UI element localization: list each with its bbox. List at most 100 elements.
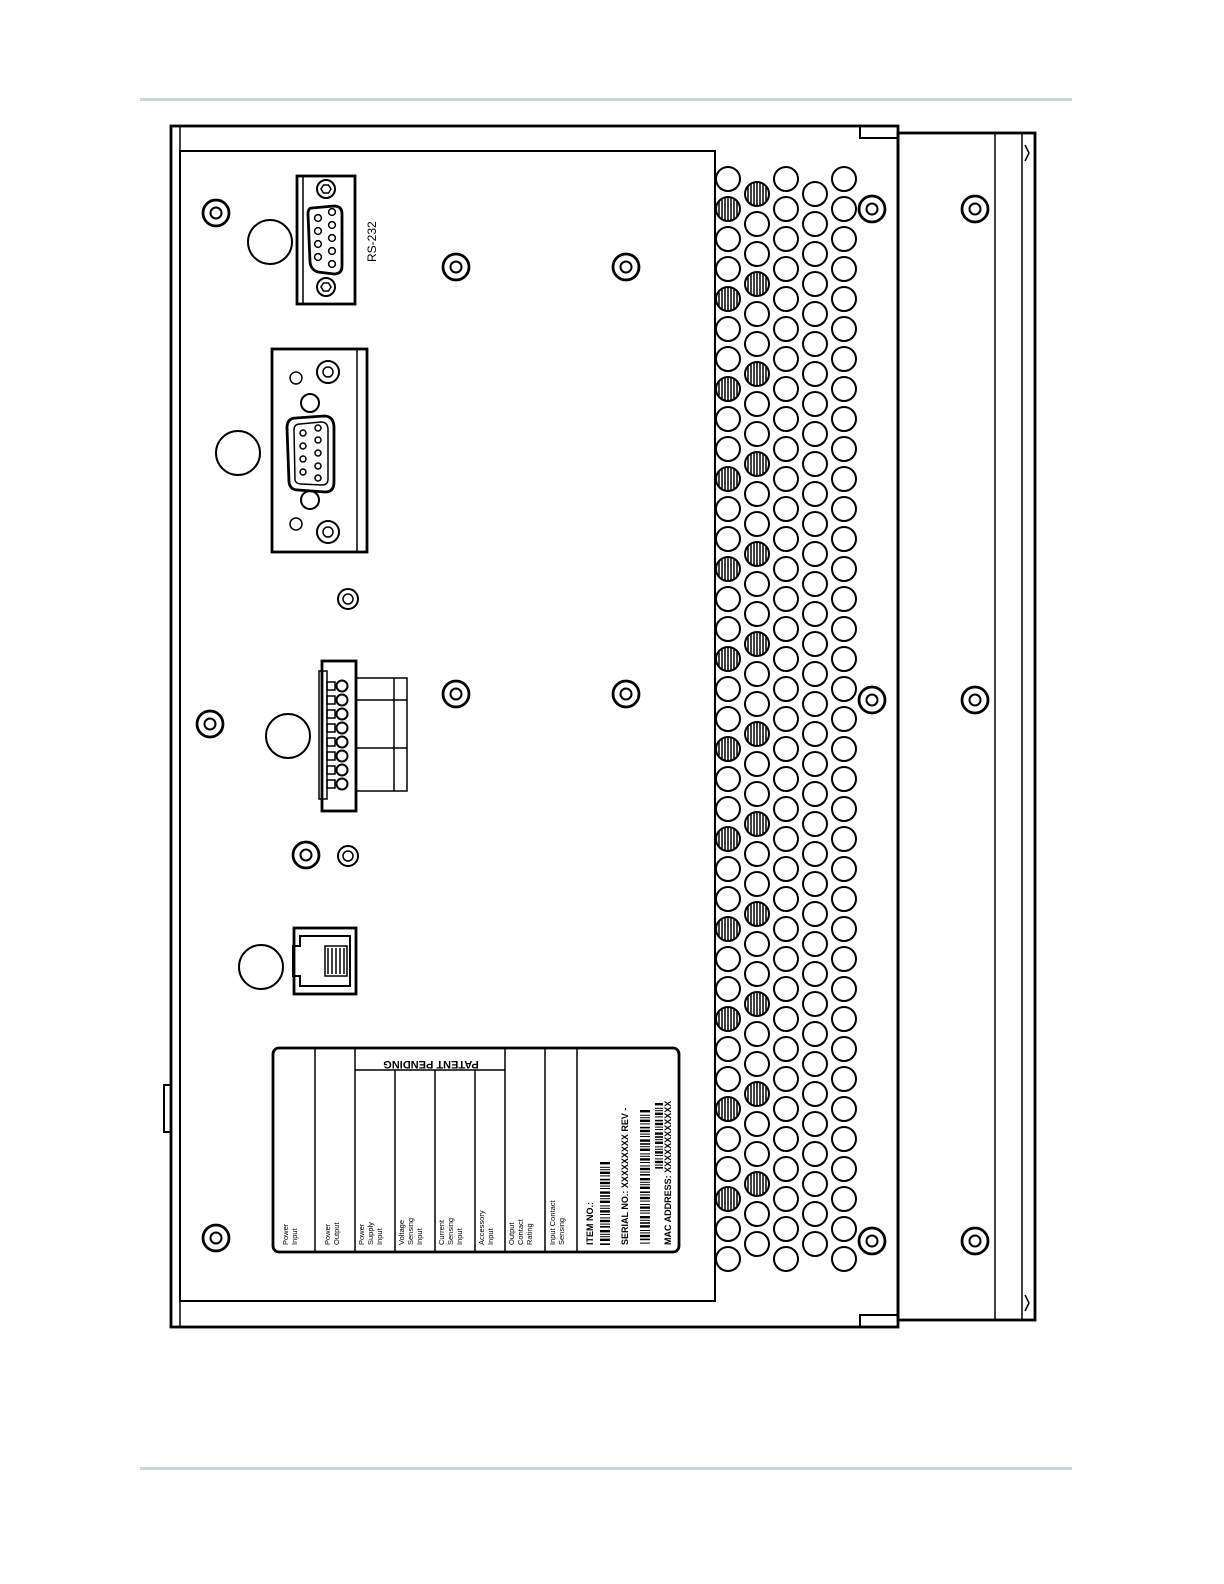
- barcode-bar: [655, 1116, 663, 1117]
- vent-hole: [832, 1247, 856, 1271]
- vent-hole: [803, 572, 827, 596]
- barcode-bar: [640, 1201, 650, 1202]
- terminal-screw: [337, 723, 348, 734]
- barcode-bar: [600, 1205, 610, 1206]
- vent-hole: [774, 1037, 798, 1061]
- barcode-bar: [600, 1175, 610, 1176]
- vent-hole: [832, 797, 856, 821]
- terminal-slot: [327, 780, 335, 788]
- barcode-bar: [640, 1239, 650, 1241]
- barcode-bar: [640, 1210, 650, 1211]
- vent-hole: [774, 347, 798, 371]
- vent-hole: [832, 317, 856, 341]
- vent-hole: [803, 1172, 827, 1196]
- vent-hole: [832, 1007, 856, 1031]
- barcode-bar: [655, 1132, 663, 1134]
- screw: [203, 1225, 229, 1251]
- vent-hole: [803, 392, 827, 416]
- barcode-bar: [600, 1201, 610, 1203]
- terminal-screw: [337, 751, 348, 762]
- current-sensing-input-label: CurrentSensingInput: [437, 1218, 464, 1245]
- vent-hole: [745, 1112, 769, 1136]
- vent-hole: [832, 917, 856, 941]
- vent-hole: [832, 977, 856, 1001]
- barcode-bar: [655, 1142, 663, 1144]
- vent-hole: [832, 857, 856, 881]
- terminal-screw: [337, 765, 348, 776]
- vent-hole: [774, 557, 798, 581]
- vent-hole: [803, 182, 827, 206]
- vent-hole: [832, 467, 856, 491]
- vent-hole: [832, 947, 856, 971]
- vent-hole: [774, 1157, 798, 1181]
- rs232-label: RS-232: [365, 221, 379, 262]
- vent-hole: [832, 1217, 856, 1241]
- vent-hole: [803, 812, 827, 836]
- vent-hole: [832, 887, 856, 911]
- indicator-1: [338, 589, 358, 609]
- rear-panel-plate: [180, 151, 715, 1301]
- vent-hole: [803, 692, 827, 716]
- vent-hole: [774, 1007, 798, 1031]
- terminal-screw: [337, 709, 348, 720]
- screw: [962, 1228, 988, 1254]
- barcode-bar: [600, 1236, 610, 1237]
- vent-hole: [803, 662, 827, 686]
- barcode-bar: [640, 1110, 650, 1112]
- barcode-bar: [640, 1143, 650, 1145]
- vent-hole: [745, 1022, 769, 1046]
- barcode-bar: [600, 1162, 610, 1164]
- vent-hole: [716, 1037, 740, 1061]
- vent-hole: [774, 1217, 798, 1241]
- patent-pending-label: PATENT PENDING: [383, 1058, 479, 1070]
- terminal-slot: [327, 738, 335, 746]
- rs232-connector: [297, 176, 355, 304]
- vent-hole: [832, 677, 856, 701]
- vent-hole: [832, 587, 856, 611]
- vent-hole: [745, 692, 769, 716]
- vent-hole: [716, 767, 740, 791]
- output-contact-rating-label: OutputContactRating: [507, 1218, 534, 1245]
- vent-hole: [745, 302, 769, 326]
- screw-center: [867, 1236, 878, 1247]
- vent-hole: [832, 497, 856, 521]
- barcode-bar: [640, 1213, 650, 1214]
- vent-hole: [803, 272, 827, 296]
- vent-hole: [803, 242, 827, 266]
- vent-hole: [832, 557, 856, 581]
- screw-center: [211, 208, 222, 219]
- vent-hole: [832, 1157, 856, 1181]
- vent-hole: [774, 977, 798, 1001]
- screw-center: [970, 1236, 981, 1247]
- barcode-bar: [640, 1134, 650, 1135]
- vent-hole: [832, 257, 856, 281]
- barcode-bar: [600, 1169, 610, 1170]
- barcode-bar: [600, 1226, 610, 1228]
- vent-hole: [774, 467, 798, 491]
- vent-hole: [774, 887, 798, 911]
- vent-hole: [774, 767, 798, 791]
- barcode-bar: [640, 1187, 650, 1189]
- vent-hole: [832, 827, 856, 851]
- vent-hole: [832, 167, 856, 191]
- label-plate: [273, 1048, 679, 1252]
- vent-hole: [745, 1202, 769, 1226]
- vent-hole: [832, 767, 856, 791]
- led-hole-4: [239, 945, 283, 989]
- terminal-slot: [327, 766, 335, 774]
- led-hole-3: [266, 714, 310, 758]
- vent-hole: [774, 917, 798, 941]
- vent-hole: [803, 932, 827, 956]
- barcode-bar: [640, 1178, 650, 1180]
- terminal-slot: [327, 696, 335, 704]
- vent-hole: [716, 407, 740, 431]
- terminal-screw: [337, 695, 348, 706]
- barcode-bar: [640, 1220, 650, 1221]
- barcode-bar: [600, 1234, 610, 1235]
- vent-hole: [803, 302, 827, 326]
- barcode-bar: [640, 1123, 650, 1124]
- vent-hole: [774, 407, 798, 431]
- barcode-bar: [640, 1243, 650, 1244]
- barcode-bar: [655, 1161, 663, 1163]
- vent-hole: [716, 317, 740, 341]
